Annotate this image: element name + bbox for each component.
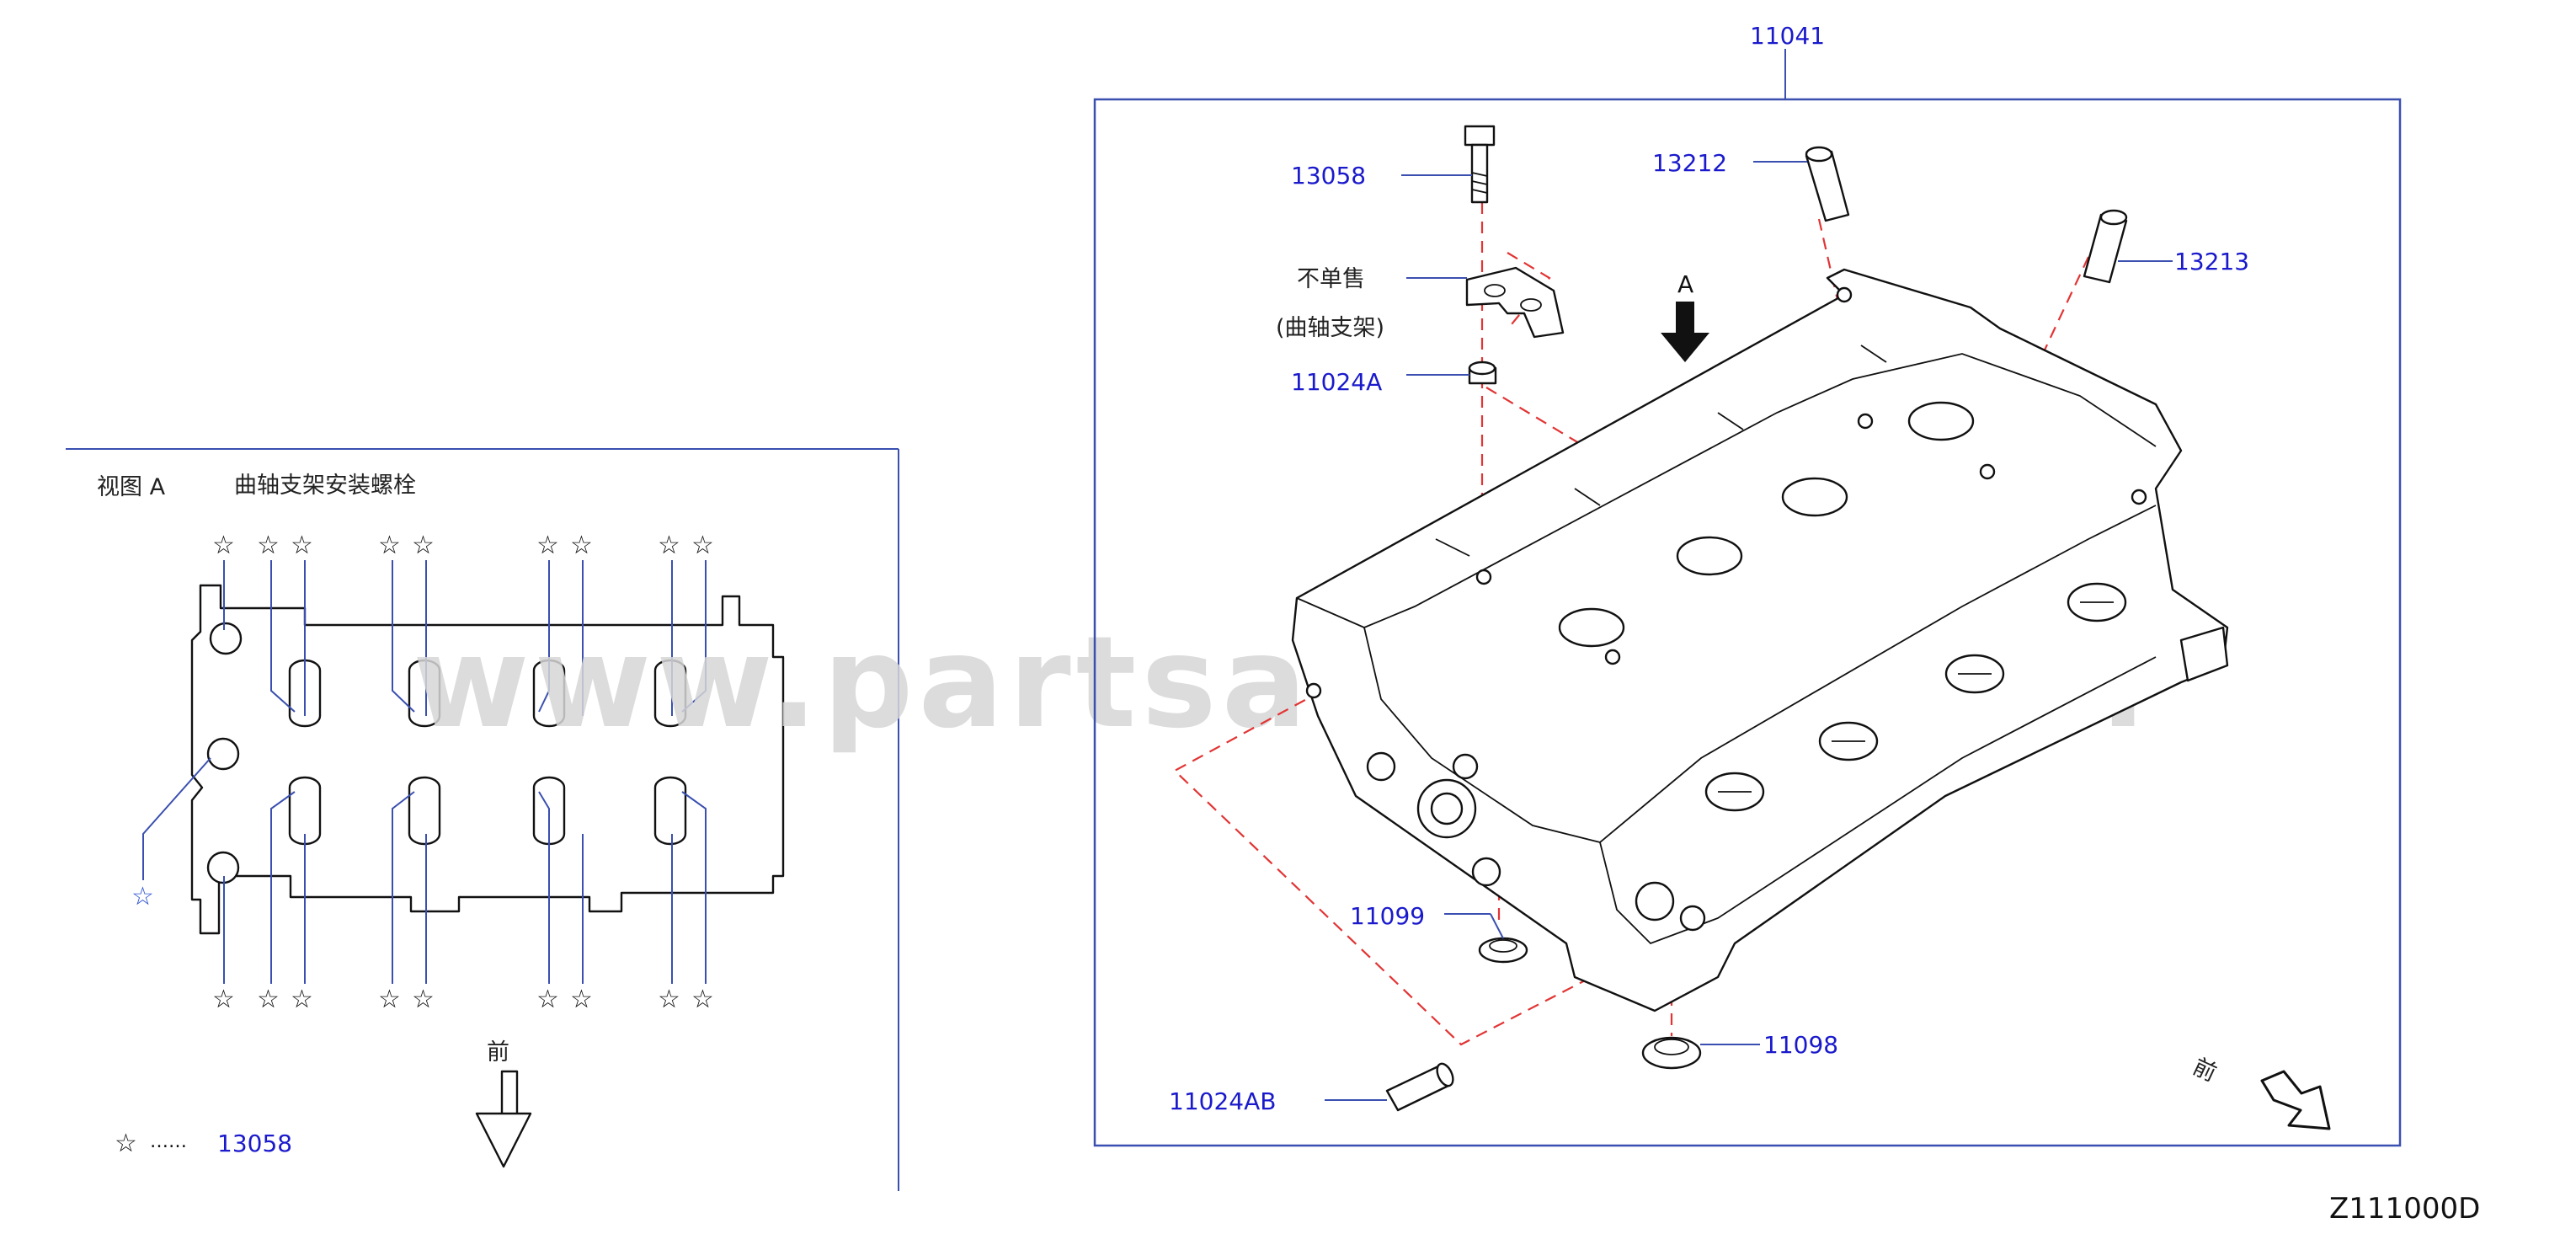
star-icon: ☆ (412, 531, 435, 560)
star-icon: ☆ (378, 531, 401, 560)
star-icon: ☆ (658, 531, 680, 560)
cylinder-head (1291, 268, 2229, 1012)
star-icon: ☆ (257, 531, 280, 560)
front-arrow-icon (475, 1070, 532, 1168)
star-icon: ☆ (570, 531, 593, 560)
view-a-title: 视图 A (97, 474, 166, 500)
star-icon: ☆ (412, 985, 435, 1014)
star-icon: ☆ (691, 531, 714, 560)
part-number-11098[interactable]: 11098 (1763, 1031, 1838, 1059)
crank-bracket (1465, 266, 1565, 339)
edge-boss (206, 737, 240, 771)
star-icon: ☆ (257, 985, 280, 1014)
dowel-11024ab[interactable] (1385, 1061, 1456, 1112)
front-direction-arrow-icon (2260, 1070, 2331, 1130)
view-a-subtitle: 曲轴支架安装螺栓 (234, 473, 416, 499)
legend-star-icon: ☆ (115, 1129, 137, 1158)
guide-13213[interactable] (2083, 209, 2128, 284)
not-sold-label: 不单售 (1297, 266, 1365, 292)
star-icon: ☆ (131, 882, 154, 911)
star-icon: ☆ (212, 985, 235, 1014)
diagram-code: Z111000D (2329, 1192, 2480, 1226)
front-label: 前 (487, 1039, 509, 1066)
dowel-11024a[interactable] (1468, 361, 1497, 385)
front-direction-label: 前 (2189, 1054, 2221, 1087)
part-number-11099[interactable]: 11099 (1350, 902, 1425, 930)
plug-11098[interactable] (1641, 1036, 1702, 1070)
part-number-11041[interactable]: 11041 (1750, 22, 1825, 50)
star-icon: ☆ (212, 531, 235, 560)
assembly-frame (1093, 98, 2402, 1147)
bottom-star-row: ☆ ☆ ☆ ☆ ☆ ☆ ☆ ☆ ☆ (212, 985, 714, 1014)
bearing-bosses (288, 659, 687, 846)
star-icon: ☆ (691, 985, 714, 1014)
cylinder-head-top-view (190, 584, 785, 935)
legend-part-number[interactable]: 13058 (217, 1130, 292, 1157)
part-number-11024a[interactable]: 11024A (1291, 368, 1382, 396)
view-a-panel: 视图 A 曲轴支架安装螺栓 ☆ ☆ ☆ ☆ ☆ ☆ ☆ ☆ ☆ ☆ ☆ ☆ ☆ … (66, 448, 899, 1191)
star-icon: ☆ (378, 985, 401, 1014)
part-number-13213[interactable]: 13213 (2174, 248, 2249, 275)
part-number-13212[interactable]: 13212 (1652, 149, 1727, 177)
view-direction-arrow-icon (1661, 302, 1709, 362)
star-icon: ☆ (570, 985, 593, 1014)
star-icon: ☆ (536, 531, 559, 560)
part-number-13058[interactable]: 13058 (1291, 162, 1366, 190)
legend-dots: …… (150, 1131, 187, 1152)
star-leaders (142, 560, 707, 984)
view-arrow-label: A (1677, 270, 1693, 298)
top-star-row: ☆ ☆ ☆ ☆ ☆ ☆ ☆ ☆ ☆ (212, 531, 714, 560)
guide-13212[interactable] (1805, 146, 1850, 222)
edge-boss (209, 622, 243, 655)
star-icon: ☆ (291, 985, 313, 1014)
star-icon: ☆ (658, 985, 680, 1014)
part-number-11024ab[interactable]: 11024AB (1169, 1087, 1276, 1115)
star-icon: ☆ (536, 985, 559, 1014)
main-view: 11041 13058 13212 (1093, 22, 2402, 1147)
star-icon: ☆ (291, 531, 313, 560)
plug-11099[interactable] (1478, 937, 1528, 964)
bracket-label: (曲轴支架) (1276, 315, 1384, 341)
bolt-13058[interactable] (1464, 125, 1496, 204)
